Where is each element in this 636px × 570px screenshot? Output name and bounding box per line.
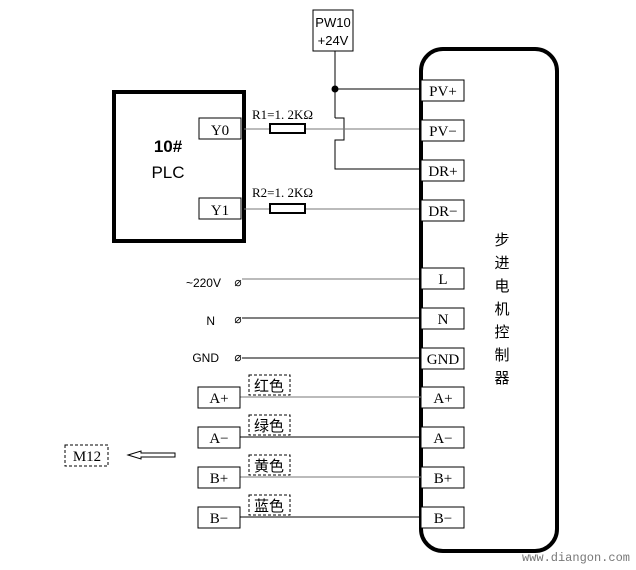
resistor-r1: [269, 123, 306, 134]
controller-title-char: 器: [494, 370, 509, 387]
motor-terminal: [197, 466, 241, 489]
controller-terminal: [420, 159, 465, 182]
controller-terminal-label: DR−: [428, 204, 457, 220]
controller-title-char: 控: [494, 324, 509, 341]
motor-terminal-label: B+: [210, 471, 228, 487]
controller-terminal: [420, 79, 465, 102]
signal-wiring: R1=1. 2KΩ R2=1. 2KΩ: [244, 107, 421, 214]
watermark: www.diangon.com: [522, 551, 630, 565]
motor-label-box: [64, 444, 109, 467]
controller-title-char: 步: [494, 232, 509, 249]
motor-terminal-label: B−: [210, 511, 228, 527]
plc-block: 10# PLC Y0 Y1: [112, 90, 246, 243]
terminal-symbol: ⌀: [234, 275, 241, 289]
wire-color-label: 红色: [254, 378, 284, 395]
controller-terminal-label: GND: [427, 352, 460, 368]
wire-color-label: 绿色: [254, 418, 284, 435]
plc-output-y0-label: Y0: [211, 123, 229, 139]
power-supply-voltage: +24V: [318, 33, 349, 48]
plc-label: PLC: [151, 163, 184, 182]
supply-wiring: [334, 51, 421, 170]
controller-title-char: 电: [494, 278, 509, 295]
controller-terminal: [420, 267, 465, 290]
plc-output-y1-label: Y1: [211, 203, 229, 219]
plc-output-y1: [198, 197, 242, 220]
wire-color-tag: [248, 454, 291, 476]
controller-terminal: [420, 119, 465, 142]
controller-terminal-label: N: [438, 312, 449, 328]
motor-connections: A+ 红色 A− 绿色 B+ 黄色 B− 蓝色 M12: [64, 374, 421, 529]
motor-terminal: [197, 386, 241, 409]
stepper-controller: 步 进 电 机 控 制 器 PV+ PV− DR+ DR− L N GND A+ A− B+ B−: [419, 47, 559, 553]
motor-terminal: [197, 506, 241, 529]
controller-terminal-label: B+: [434, 471, 452, 487]
plc-number: 10#: [154, 137, 183, 156]
motor-terminal: [197, 426, 241, 449]
controller-terminal-label: PV+: [429, 84, 457, 100]
controller-title: 步 进 电 机 控 制 器: [494, 232, 509, 387]
motor-terminal-label: A−: [209, 431, 228, 447]
controller-terminal: [420, 347, 465, 370]
wire-color-tag: [248, 414, 291, 436]
motor-label: M12: [73, 449, 101, 465]
controller-terminal-label: A−: [433, 431, 452, 447]
controller-title-char: 进: [494, 255, 509, 272]
resistor-r2: [269, 203, 306, 214]
terminal-symbol: ⌀: [234, 312, 241, 326]
controller-terminal-label: A+: [433, 391, 452, 407]
wire-color-tag: [248, 374, 291, 396]
mains-gnd-label: GND: [192, 351, 219, 365]
resistor-r1-label: R1=1. 2KΩ: [252, 107, 313, 122]
motor-terminal-label: A+: [209, 391, 228, 407]
controller-terminal-label: DR+: [428, 164, 457, 180]
mains-n-label: N: [206, 314, 215, 328]
controller-title-char: 制: [494, 347, 509, 364]
junction-dot: [331, 85, 339, 93]
controller-terminal-label: B−: [434, 511, 452, 527]
controller-terminal: [420, 307, 465, 330]
controller-terminal-label: PV−: [429, 124, 457, 140]
plc-output-y0: [198, 117, 242, 140]
terminal-symbol: ⌀: [234, 350, 241, 364]
wire-color-tag: [248, 494, 291, 516]
power-supply: PW10 +24V: [312, 9, 354, 52]
resistor-r2-label: R2=1. 2KΩ: [252, 185, 313, 200]
mains-l-label: ~220V: [186, 276, 221, 290]
power-supply-name: PW10: [315, 15, 350, 30]
wire-color-label: 蓝色: [254, 498, 284, 515]
controller-terminal: [420, 199, 465, 222]
wire-color-label: 黄色: [254, 458, 284, 475]
controller-title-char: 机: [494, 301, 509, 318]
controller-terminal-label: L: [438, 272, 447, 288]
mains-inputs: ~220V N GND ⌀ ⌀ ⌀: [186, 275, 421, 365]
arrow-left-icon: [126, 450, 176, 460]
